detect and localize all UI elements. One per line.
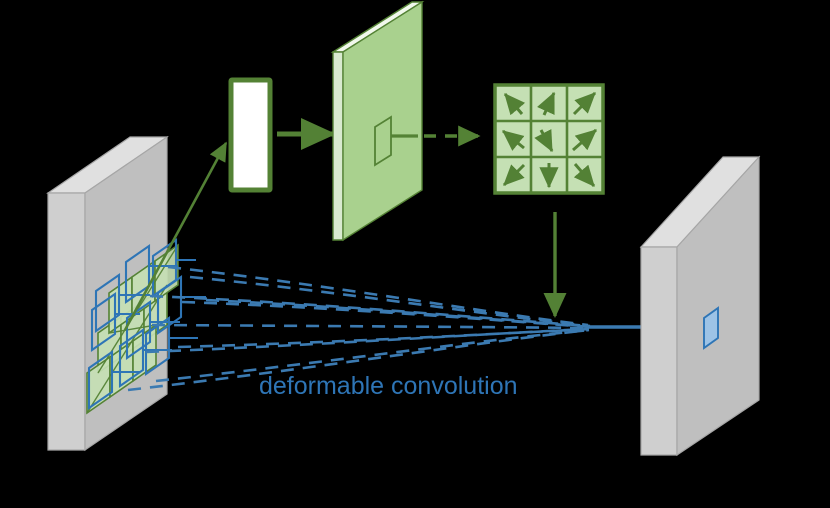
- deformed-point-connectors: [112, 258, 206, 374]
- offset-field-front-face: [342, 0, 423, 242]
- offset-arrow-r3c3: [573, 163, 596, 187]
- offset-field-side-face: [332, 51, 344, 241]
- offset-arrow-r3c1: [502, 163, 526, 187]
- offset-field-cell-marker: [374, 115, 392, 167]
- offset-field-map: [330, 0, 425, 242]
- offsets-grid[interactable]: [493, 83, 605, 195]
- input-map-side-face: [47, 192, 86, 451]
- offset-arrow-r1c1: [503, 93, 526, 116]
- output-map-front-face: [676, 155, 760, 457]
- output-pixel-marker: [703, 306, 719, 350]
- caption-deformable-convolution: deformable convolution: [259, 372, 518, 400]
- offset-arrow-r2c1: [502, 129, 525, 151]
- offset-arrow-r2c2: [534, 129, 554, 153]
- offset-arrow-r1c2: [537, 91, 556, 116]
- output-feature-map: [639, 155, 761, 457]
- deformable-conv-fan: [127, 265, 593, 392]
- offset-arrow-r2c3: [572, 128, 597, 152]
- offset-vectors: [502, 91, 597, 189]
- edge-input-to-conv: [123, 141, 228, 331]
- conv-layer-box[interactable]: [228, 77, 273, 193]
- offset-arrow-r1c3: [572, 91, 597, 116]
- output-map-side-face: [640, 246, 678, 456]
